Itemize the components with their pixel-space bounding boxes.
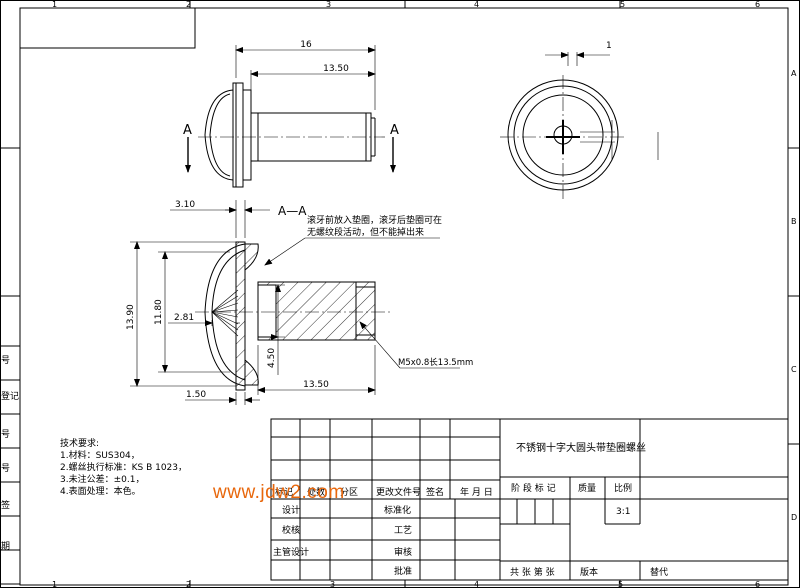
zone-col-5-bottom: 5 — [618, 580, 623, 588]
tb-version-label: 版本 — [580, 566, 598, 578]
tb-stage-label: 阶 段 标 记 — [511, 482, 556, 494]
tb-header-count: 处数 — [307, 486, 325, 498]
front-view — [185, 45, 396, 188]
section-view — [130, 200, 460, 405]
zone-row-d: D — [791, 513, 797, 522]
dim-right-offset: 1 — [606, 41, 612, 51]
tb-replace-label: 替代 — [650, 566, 668, 578]
tech-req-line-4: 4.表面处理：本色。 — [60, 487, 141, 497]
tb-role-standard: 标准化 — [384, 504, 411, 516]
dim-recess-depth: 2.81 — [174, 313, 194, 323]
tech-req-line-2: 2.螺丝执行标准：KS B 1023， — [60, 463, 188, 473]
zone-col-2: 2 — [186, 0, 191, 9]
zone-row-c: C — [791, 365, 797, 374]
zone-col-6-bottom: 6 — [755, 580, 760, 588]
callout-note-line-1: 滚牙前放入垫圈，滚牙后垫圈可在 — [307, 214, 442, 226]
zone-col-1-bottom: 1 — [52, 580, 57, 588]
section-mark-right: A — [390, 123, 399, 138]
zone-col-4: 4 — [474, 0, 479, 9]
dim-head-thickness: 3.10 — [175, 200, 195, 210]
zone-row-b: B — [791, 217, 797, 226]
section-mark-left: A — [183, 123, 192, 138]
zone-col-2-bottom: 2 — [186, 580, 191, 588]
left-strip-3: 号 — [1, 429, 10, 440]
tb-header-sign: 签名 — [426, 486, 444, 498]
left-strip-6: 期 — [1, 541, 10, 552]
left-strip-4: 号 — [1, 463, 10, 474]
zone-col-6: 6 — [755, 0, 760, 9]
tb-header-mark: 标记 — [275, 486, 293, 498]
section-view-label: A—A — [278, 204, 307, 218]
tb-weight-label: 质量 — [578, 482, 596, 494]
dim-shank-diameter: 4.50 — [267, 348, 277, 368]
title-block-grid — [270, 418, 789, 581]
thread-callout: M5x0.8长13.5mm — [398, 357, 473, 368]
dim-head-diameter: 11.80 — [154, 299, 164, 325]
zone-col-3-bottom: 3 — [330, 580, 335, 588]
technical-requirements: 技术要求: 1.材料：SUS304， 2.螺丝执行标准：KS B 1023， 3… — [60, 438, 187, 498]
tb-scale-value: 3:1 — [616, 507, 630, 517]
dim-shank-length: 13.50 — [323, 64, 349, 74]
tb-header-date: 年 月 日 — [460, 486, 493, 498]
dim-overall-length: 16 — [300, 40, 312, 50]
dim-section-shank-length: 13.50 — [303, 380, 329, 390]
watermark: www.jdw2.com — [213, 482, 345, 503]
zone-row-a: A — [791, 69, 797, 78]
zone-col-3: 3 — [326, 0, 331, 9]
dim-washer-thickness: 1.50 — [186, 390, 206, 400]
tech-req-line-1: 1.材料：SUS304， — [60, 451, 140, 461]
zone-col-1: 1 — [52, 0, 57, 9]
tb-sheet-text: 共 张 第 张 — [510, 566, 555, 578]
tech-req-title: 技术要求: — [60, 439, 100, 449]
left-strip-1: 号 — [1, 355, 10, 366]
tb-role-design: 设计 — [282, 504, 300, 516]
left-strip-2: 登记 — [1, 391, 19, 402]
callout-note-line-2: 无螺纹段活动，但不能掉出来 — [307, 226, 424, 238]
tb-role-approve: 批准 — [394, 565, 412, 577]
zone-col-4-bottom: 4 — [474, 580, 479, 588]
right-view — [500, 52, 659, 200]
tb-role-review: 审核 — [394, 546, 412, 558]
tb-role-check: 校核 — [282, 524, 300, 536]
tb-role-chief: 主管设计 — [273, 546, 309, 558]
tb-header-zone: 分区 — [340, 487, 358, 498]
dim-washer-diameter: 13.90 — [126, 304, 136, 330]
tb-header-change-doc: 更改文件号 — [376, 486, 421, 498]
zone-col-5: 5 — [620, 0, 625, 9]
left-strip-5: 签 — [1, 499, 10, 511]
part-name: 不锈钢十字大圆头带垫圈螺丝 — [516, 441, 646, 454]
tb-role-process: 工艺 — [394, 525, 412, 536]
tb-scale-label: 比例 — [614, 482, 632, 494]
tech-req-line-3: 3.未注公差：±0.1， — [60, 475, 145, 485]
